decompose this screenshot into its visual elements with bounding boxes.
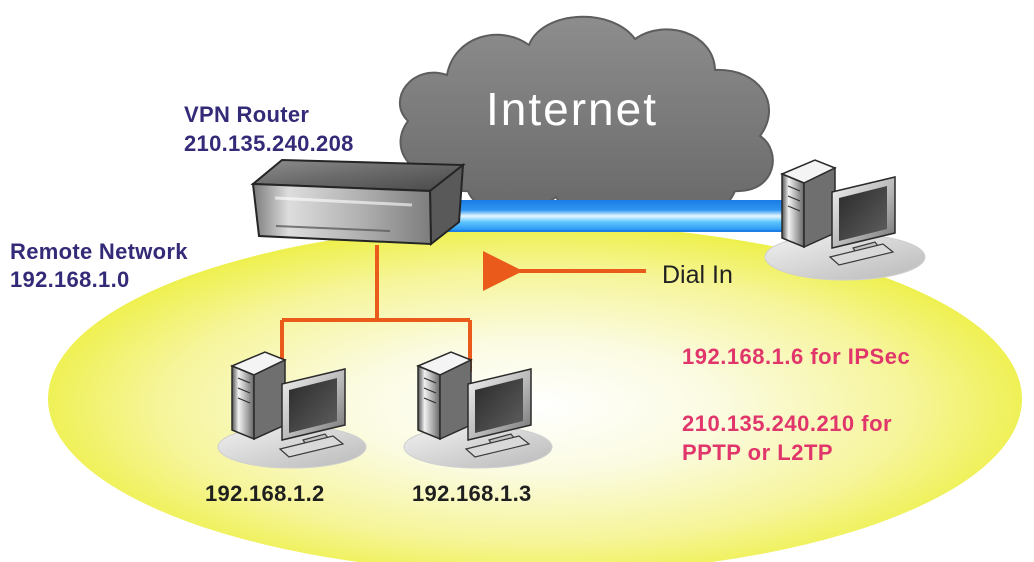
ipsec-note: 192.168.1.6 for IPSec — [682, 344, 911, 369]
network-zone — [48, 224, 1022, 562]
remote-network-ip: 192.168.1.0 — [10, 267, 130, 292]
dial-in-label: Dial In — [662, 261, 733, 289]
pptp-note-line-2: PPTP or L2TP — [682, 440, 834, 465]
remote-computer-icon — [764, 159, 926, 281]
host-ip-label: 192.168.1.2 — [205, 481, 325, 506]
remote-network-title: Remote Network — [10, 239, 188, 264]
vpn-router-icon — [250, 158, 466, 247]
router-title: VPN Router — [184, 102, 310, 127]
router-ip: 210.135.240.208 — [184, 131, 354, 156]
vpn-tunnel — [409, 200, 824, 232]
pptp-note-line-1: 210.135.240.210 for — [682, 411, 893, 436]
host-ip-label: 192.168.1.3 — [412, 481, 532, 506]
internet-label: Internet — [486, 83, 658, 135]
lan-computer-icon — [403, 351, 553, 469]
internet-cloud-icon — [398, 15, 774, 221]
lan-computer-icon — [217, 351, 367, 469]
